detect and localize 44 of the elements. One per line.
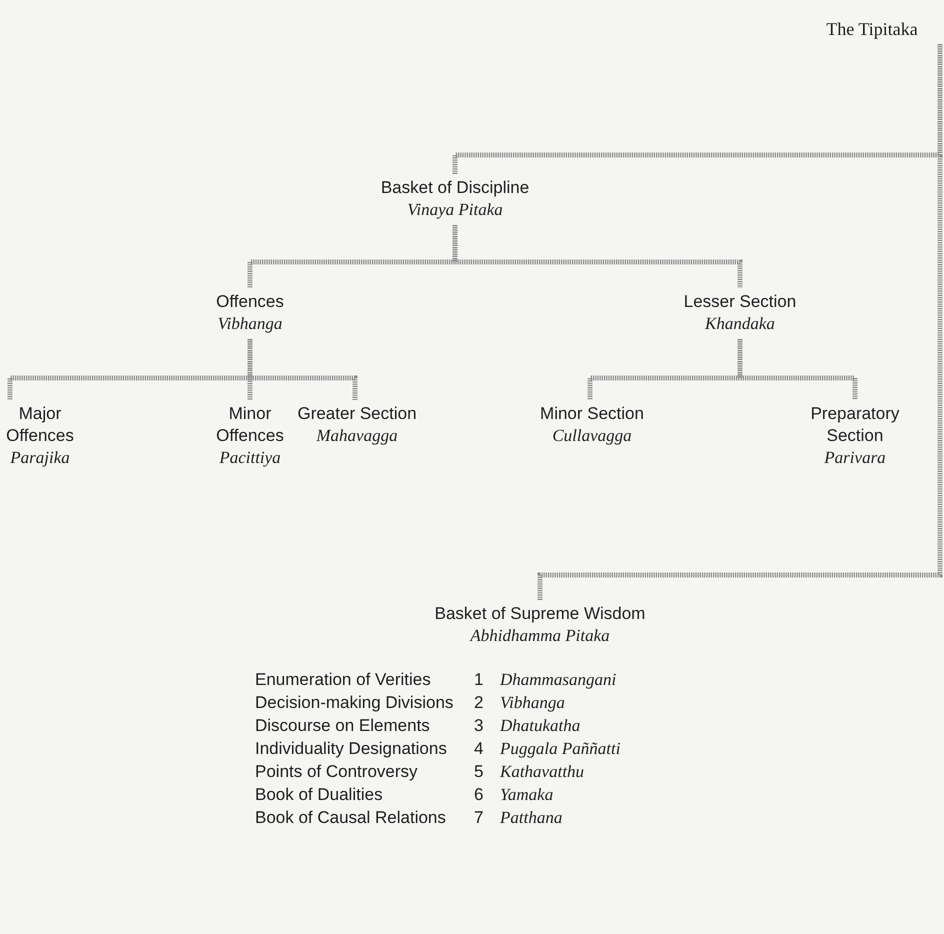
node-title: Lesser Section [682,291,798,313]
connector-line [452,225,742,288]
book-title: Points of Controversy [255,761,418,783]
node-subtitle: Parajika [9,447,71,469]
pali-title: Dhammasangani [500,669,616,691]
book-number: 4 [474,738,484,760]
pali-title: Vibhanga [500,692,565,714]
book-title: Book of Causal Relations [255,807,446,829]
pali-title: Kathavatthu [500,761,584,783]
pali-title: Puggala Paññatti [500,738,620,760]
book-title: Discourse on Elements [255,715,430,737]
book-number: 2 [474,692,484,714]
book-title: Decision-making Divisions [255,692,454,714]
connector-line [538,44,942,600]
node-title: Minor Offences [215,403,285,447]
book-title: Enumeration of Verities [255,669,431,691]
pali-title: Dhatukatha [500,715,580,737]
node-subtitle: Mahavagga [315,425,399,447]
node-subtitle: Pacittiya [218,447,282,469]
node-title: Major Offences [5,403,75,447]
node-title: Basket of Supreme Wisdom [434,603,646,625]
node-subtitle: Khandaka [704,313,776,335]
node-subtitle: Parivara [823,447,887,469]
connector-line [248,339,358,400]
book-title: Individuality Designations [255,738,447,760]
book-number: 1 [474,669,484,691]
node-title: Greater Section [296,403,418,425]
node-subtitle: Vibhanga [216,313,284,335]
book-title: Book of Dualities [255,784,383,806]
node-title: Basket of Discipline [380,177,530,199]
node-subtitle: Vinaya Pitaka [406,199,504,221]
node-subtitle: Cullavagga [551,425,633,447]
node-title: The Tipitaka [825,18,919,40]
node-subtitle: Abhidhamma Pitaka [468,625,611,647]
pali-title: Yamaka [500,784,554,806]
connector-line [738,339,858,400]
node-title: Minor Section [539,403,645,425]
node-title: Preparatory Section [810,403,900,447]
book-number: 6 [474,784,484,806]
book-number: 3 [474,715,484,737]
book-number: 5 [474,761,484,783]
node-title: Offences [215,291,285,313]
book-number: 7 [474,807,484,829]
pali-title: Patthana [500,807,562,829]
